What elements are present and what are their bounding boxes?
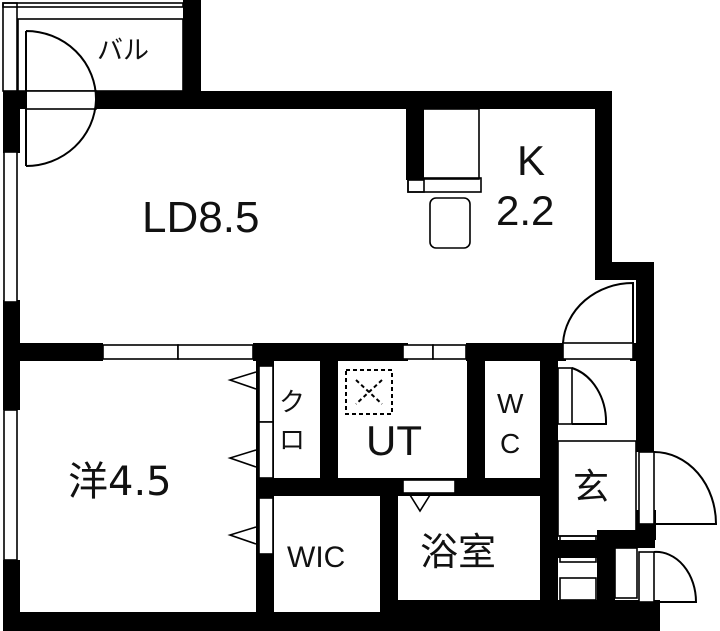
storage-door[interactable]: [638, 550, 698, 603]
room-label-balcony: バル: [97, 36, 150, 66]
kitchen: [406, 100, 482, 249]
wic-door[interactable]: [258, 497, 274, 555]
ld-entrance-door[interactable]: [562, 281, 634, 360]
window-ld-left: [3, 151, 18, 303]
room-label-closet-1: ク: [279, 388, 306, 418]
sliding-door-ut[interactable]: [402, 344, 434, 360]
window-western-left: [3, 409, 18, 561]
entrance-door[interactable]: [638, 451, 718, 525]
room-label-entrance: 玄: [573, 467, 610, 508]
room-label-bath: 浴室: [420, 530, 497, 574]
room-size-kitchen: 2.2: [496, 187, 555, 234]
sliding-door-western[interactable]: [102, 344, 179, 360]
room-label-wic: WIC: [287, 541, 346, 574]
balcony-rail-top: [2, 2, 184, 8]
room-label-toilet-w: W: [497, 388, 524, 419]
kitchen-sink: [429, 197, 471, 249]
balcony-door[interactable]: [25, 30, 98, 167]
balcony-wall-right: [183, 0, 201, 92]
washing-machine-pan: [345, 369, 393, 415]
wc-door[interactable]: [557, 367, 608, 425]
room-label-utility: UT: [366, 417, 422, 464]
closet-arrow: [227, 371, 257, 390]
room-label-western: 洋4.5: [68, 459, 172, 505]
balcony-rail-left: [2, 2, 18, 92]
room-label-ld: LD8.5: [142, 193, 260, 242]
bath-door[interactable]: [402, 479, 456, 494]
room-label-kitchen: K: [517, 137, 546, 184]
room-label-closet-2: ロ: [279, 426, 306, 456]
entrance-floor: [557, 440, 637, 537]
room-label-toilet-c: C: [500, 428, 521, 459]
closet-door-1[interactable]: [258, 365, 274, 423]
middle-wall: [3, 343, 654, 361]
